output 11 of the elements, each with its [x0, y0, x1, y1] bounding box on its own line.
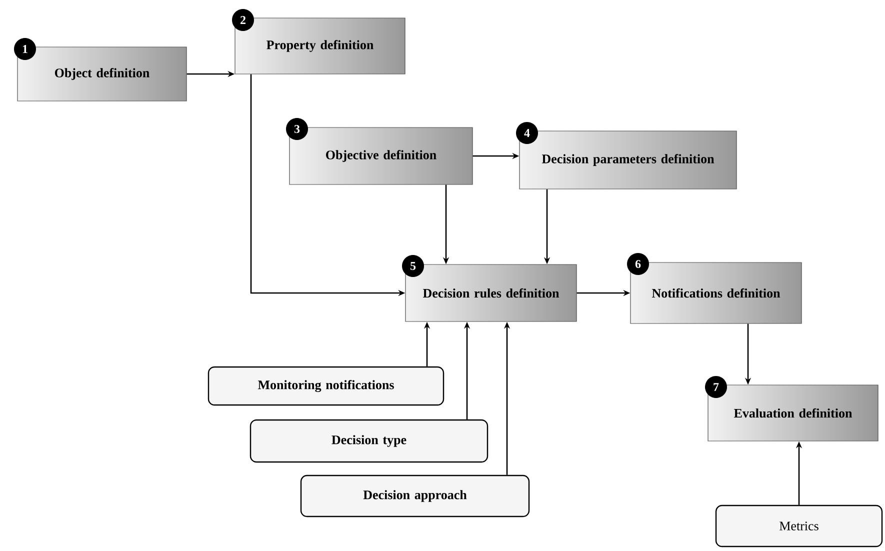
step-number-badge: 5: [402, 255, 424, 277]
input-box: Monitoring notifications: [208, 366, 444, 406]
step-number-badge: 3: [286, 118, 308, 140]
input-box: Decision type: [250, 419, 488, 463]
step-number-badge: 4: [516, 122, 538, 144]
step-number-badge: 1: [14, 38, 36, 60]
step-number-badge: 7: [705, 376, 727, 398]
step-number-badge: 2: [232, 9, 254, 31]
input-box: Decision approach: [300, 474, 530, 518]
input-box: Metrics: [715, 504, 883, 548]
step-number-badge: 6: [627, 253, 649, 275]
